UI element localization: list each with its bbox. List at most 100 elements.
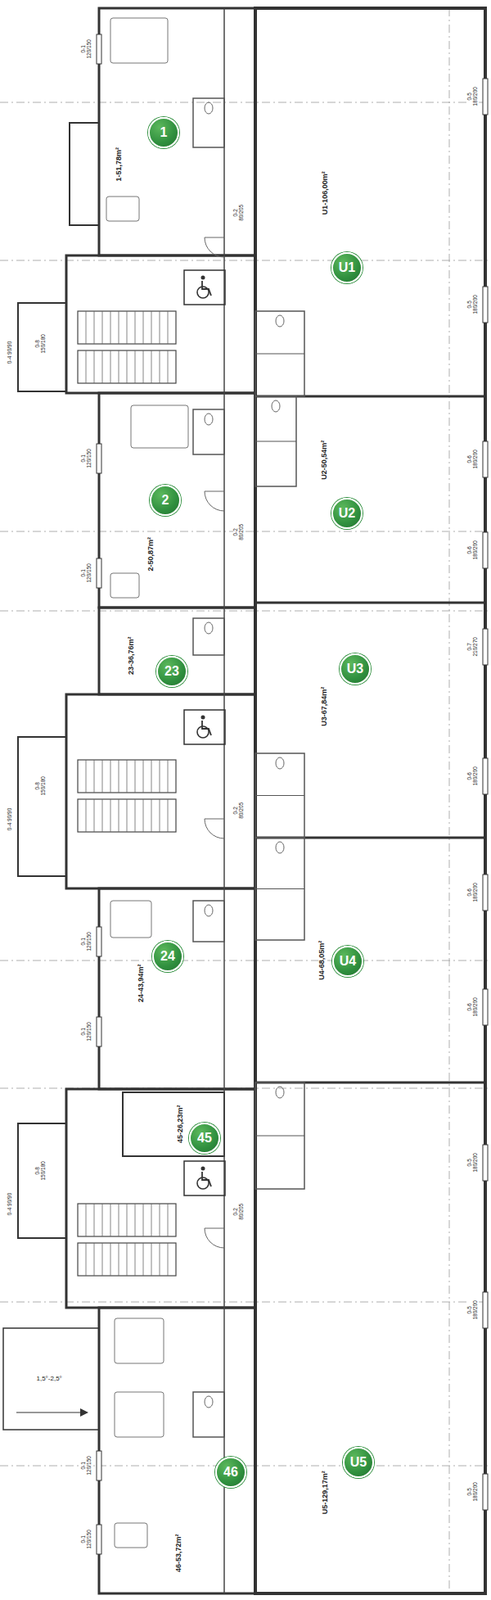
stair-tread xyxy=(102,310,104,344)
stair-tread xyxy=(110,350,112,383)
stair-flight xyxy=(77,1242,176,1275)
unit-divider xyxy=(255,601,486,604)
stair-tread xyxy=(126,1202,128,1236)
opening-label: 0-1 120/150 xyxy=(81,1526,93,1551)
opening-label: 0-1 120/150 xyxy=(81,1018,93,1044)
stair-tread xyxy=(85,350,87,383)
stair-tread xyxy=(110,1202,112,1236)
stair-tread xyxy=(135,350,136,383)
stair-tread xyxy=(135,1202,136,1236)
furniture-item xyxy=(114,1522,148,1547)
windows xyxy=(96,34,488,1554)
stair-tread xyxy=(143,1202,145,1236)
balcony-wall xyxy=(69,122,100,226)
window-mark xyxy=(482,1291,488,1328)
apartment-wall xyxy=(122,1091,225,1156)
elevator-shaft xyxy=(184,270,226,305)
opening-label: 0-5 180/200 xyxy=(467,1478,479,1504)
stair-core-wall xyxy=(66,255,256,393)
opening-label: 0-4 90/90 xyxy=(7,806,14,830)
callout-circle: 2 xyxy=(149,484,181,516)
partition xyxy=(255,794,305,796)
axis-line xyxy=(0,610,491,612)
window-mark xyxy=(482,873,488,910)
wheelchair-symbol xyxy=(201,1166,206,1171)
stair-tread xyxy=(118,798,120,832)
stair-flight xyxy=(77,1202,176,1236)
area-label: U4-68,05m² xyxy=(318,938,326,980)
opening-label: 0-1 120/150 xyxy=(81,445,93,471)
stair-tread xyxy=(110,1242,112,1275)
door-swing xyxy=(204,237,225,257)
window-mark xyxy=(482,628,488,665)
area-label: 24-43,94m² xyxy=(136,962,145,1003)
stair-tread xyxy=(102,798,104,832)
area-label: 1-51,78m² xyxy=(115,145,123,182)
toilet-symbol xyxy=(204,102,213,114)
apartment-wall xyxy=(99,887,256,1089)
callout-number: U1 xyxy=(338,260,356,275)
stair-tread xyxy=(151,350,153,383)
callout-number: 46 xyxy=(223,1463,239,1479)
partition xyxy=(255,887,305,889)
ramp-outline xyxy=(3,1327,100,1429)
stair-tread xyxy=(126,310,128,344)
opening-label: 0-5 180/200 xyxy=(467,1149,479,1175)
window-mark xyxy=(96,926,102,956)
wheelchair-symbol xyxy=(197,1176,209,1189)
stair-tread xyxy=(167,798,169,832)
stair-tread xyxy=(151,310,153,344)
doors xyxy=(204,237,225,1248)
stair-tread xyxy=(135,798,136,832)
stair-tread xyxy=(102,1242,104,1275)
stair-flight xyxy=(77,350,176,383)
opening-label: 0-6 180/200 xyxy=(467,446,479,472)
corridor-wall xyxy=(223,8,226,1593)
stair-tread xyxy=(143,759,145,793)
balcony-wall xyxy=(18,736,67,876)
opening-label: 0-4 90/90 xyxy=(7,1190,14,1215)
window-mark xyxy=(96,1016,102,1046)
stair-tread xyxy=(126,350,128,383)
window-mark xyxy=(96,558,102,588)
opening-label: 0-2 80/205 xyxy=(233,519,245,545)
callout-number: 1 xyxy=(160,125,168,140)
stair-tread xyxy=(126,1242,128,1275)
door-swing xyxy=(204,491,225,511)
window-mark xyxy=(482,1473,488,1510)
area-label: 45-26,23m² xyxy=(175,1103,184,1144)
wheelchair-symbol xyxy=(197,286,209,298)
stair-tread xyxy=(151,759,153,793)
opening-label: 0-7 210/270 xyxy=(467,634,479,659)
apartment-wall xyxy=(99,607,256,694)
callout-circle: 24 xyxy=(152,940,184,972)
stair-tread xyxy=(85,759,87,793)
stair-tread xyxy=(118,1202,120,1236)
callout-number: U2 xyxy=(338,505,356,521)
callout-number: 24 xyxy=(160,948,176,964)
stair-tread xyxy=(85,1242,87,1275)
stair-tread xyxy=(143,310,145,344)
area-label: U2-50,54m² xyxy=(320,438,329,480)
elevator-shaft xyxy=(184,709,226,744)
stair-tread xyxy=(159,310,161,344)
wheelchair-symbol xyxy=(201,715,206,720)
window-mark xyxy=(482,1144,488,1181)
window-mark xyxy=(482,441,488,478)
bathroom xyxy=(255,752,305,838)
stair-tread xyxy=(102,350,104,383)
opening-label: 0-6 180/200 xyxy=(467,537,479,563)
stair-tread xyxy=(94,350,95,383)
sanitary-rooms xyxy=(193,98,305,1437)
partition xyxy=(255,1134,305,1136)
callout-circle: 46 xyxy=(215,1455,247,1487)
axis-line xyxy=(0,260,491,262)
callout-number: 45 xyxy=(197,1130,212,1145)
opening-label: 0-2 80/205 xyxy=(233,1198,245,1224)
stair-tread xyxy=(151,798,153,832)
slope-label: 1,5°-2,5° xyxy=(36,1374,64,1382)
wheelchair-symbol xyxy=(197,725,209,738)
stair-tread xyxy=(159,1242,161,1275)
stair-tread xyxy=(118,310,120,344)
